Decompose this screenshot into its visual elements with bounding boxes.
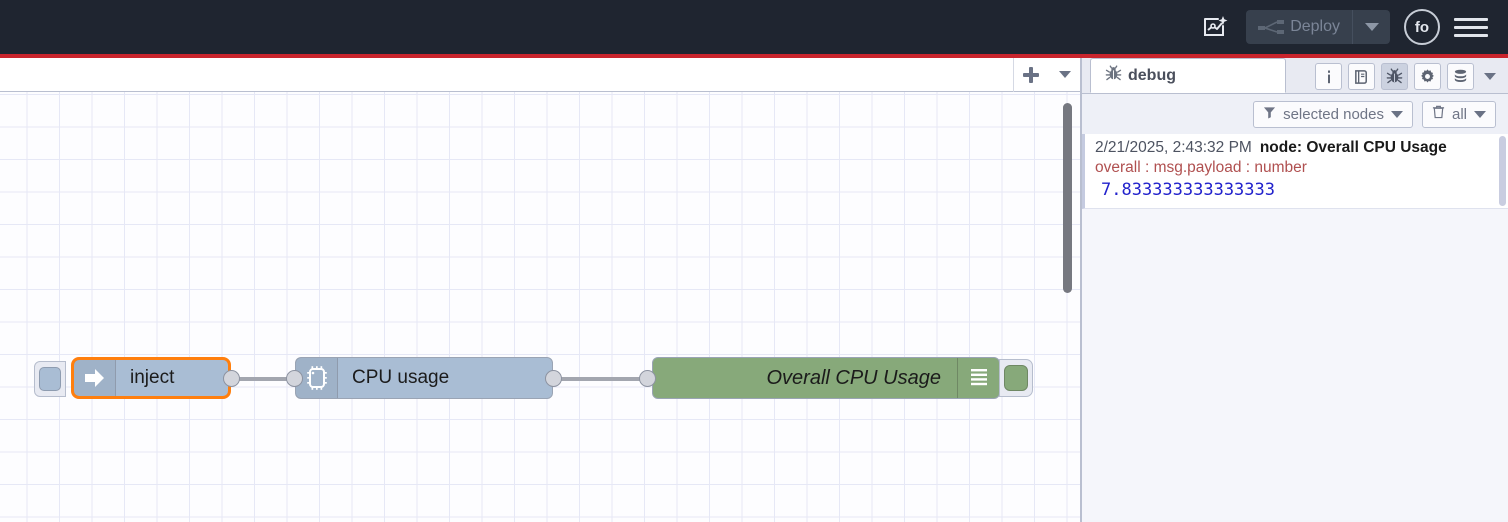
user-avatar[interactable]: fo [1404, 9, 1440, 45]
canvas-sidebar-divider [1080, 58, 1082, 522]
debug-lines-icon [957, 358, 999, 398]
flow-list-menu-button[interactable] [1048, 58, 1082, 91]
debug-message-row[interactable]: 2/21/2025, 2:43:32 PM node: Overall CPU U… [1082, 134, 1508, 209]
avatar-initials: fo [1414, 18, 1430, 36]
sidebar-menu-button[interactable] [1480, 73, 1500, 80]
debug-message-value: 7.833333333333333 [1101, 180, 1275, 200]
debug-node-filter-label: selected nodes [1283, 105, 1384, 123]
debug-message-node: node: Overall CPU Usage [1259, 139, 1447, 156]
add-flow-button[interactable] [1014, 58, 1048, 91]
chevron-down-icon [1484, 73, 1496, 80]
chevron-down-icon [1474, 110, 1486, 118]
hamburger-menu-icon[interactable] [1454, 12, 1488, 42]
config-gear-icon[interactable] [1414, 63, 1441, 90]
debug-message-topic: overall : msg.payload : number [1095, 159, 1307, 176]
header-actions: Deploy fo [1198, 9, 1508, 45]
debug-node-toggle-button[interactable] [999, 359, 1033, 397]
wire-inject-to-cpu[interactable] [238, 377, 298, 381]
debug-message-list[interactable]: 2/21/2025, 2:43:32 PM node: Overall CPU U… [1082, 134, 1508, 520]
plus-icon [1023, 66, 1039, 83]
funnel-icon [1263, 106, 1276, 123]
debug-message-header: 2/21/2025, 2:43:32 PM node: Overall CPU U… [1095, 139, 1500, 157]
debug-clear-label: all [1451, 105, 1467, 123]
debug-sidebar: debug [1082, 58, 1508, 522]
tab-debug-label: debug [1128, 66, 1176, 84]
debug-bug-icon[interactable] [1381, 63, 1408, 90]
sidebar-tool-buttons [1315, 63, 1508, 93]
cpu-chip-icon [296, 358, 338, 398]
node-debug-overall-cpu-usage[interactable]: Overall CPU Usage [652, 357, 1000, 399]
deploy-label: Deploy [1290, 18, 1340, 35]
bug-icon [1105, 64, 1122, 87]
port-input-debug[interactable] [639, 370, 656, 387]
node-inject-label: inject [130, 367, 175, 388]
inject-trigger-knob [39, 367, 61, 391]
port-input-cpu[interactable] [286, 370, 303, 387]
sidebar-tab-row: debug [1082, 58, 1508, 94]
port-output-cpu[interactable] [545, 370, 562, 387]
debug-toggle-knob [1004, 365, 1028, 391]
chevron-down-icon [1364, 23, 1379, 31]
wire-cpu-to-debug[interactable] [556, 377, 652, 381]
debug-node-filter-button[interactable]: selected nodes [1253, 100, 1413, 128]
tab-debug[interactable]: debug [1090, 58, 1286, 93]
canvas-vertical-scrollbar[interactable] [1063, 103, 1072, 293]
deploy-icon [1258, 18, 1285, 36]
context-data-icon[interactable] [1447, 63, 1474, 90]
info-icon[interactable] [1315, 63, 1342, 90]
arrow-right-icon [74, 360, 116, 396]
app-header: Deploy fo [0, 0, 1508, 54]
flow-tab-bar [0, 57, 1082, 92]
debug-message-timestamp: 2/21/2025, 2:43:32 PM [1095, 139, 1252, 156]
node-cpu-usage[interactable]: CPU usage [295, 357, 553, 399]
chevron-down-icon [1059, 71, 1071, 78]
port-output-inject[interactable] [223, 370, 240, 387]
flow-tab-actions [1013, 57, 1082, 92]
deploy-caret-button[interactable] [1352, 10, 1390, 44]
chevron-down-icon [1390, 110, 1403, 118]
debug-panel-scrollbar[interactable] [1499, 136, 1506, 206]
debug-clear-button[interactable]: all [1421, 100, 1496, 128]
inject-trigger-button[interactable] [34, 361, 66, 397]
flow-canvas[interactable]: inject [0, 92, 1082, 522]
deploy-needed-indicator [0, 54, 1508, 58]
flow-sparkle-icon[interactable] [1198, 10, 1232, 44]
debug-filter-row: selected nodes all [1082, 94, 1508, 134]
help-book-icon[interactable] [1348, 63, 1375, 90]
node-cpu-usage-label: CPU usage [352, 367, 450, 388]
deploy-button[interactable]: Deploy [1246, 10, 1390, 44]
node-debug-label: Overall CPU Usage [766, 366, 941, 389]
trash-icon [1432, 105, 1445, 123]
node-inject[interactable]: inject [71, 357, 231, 399]
